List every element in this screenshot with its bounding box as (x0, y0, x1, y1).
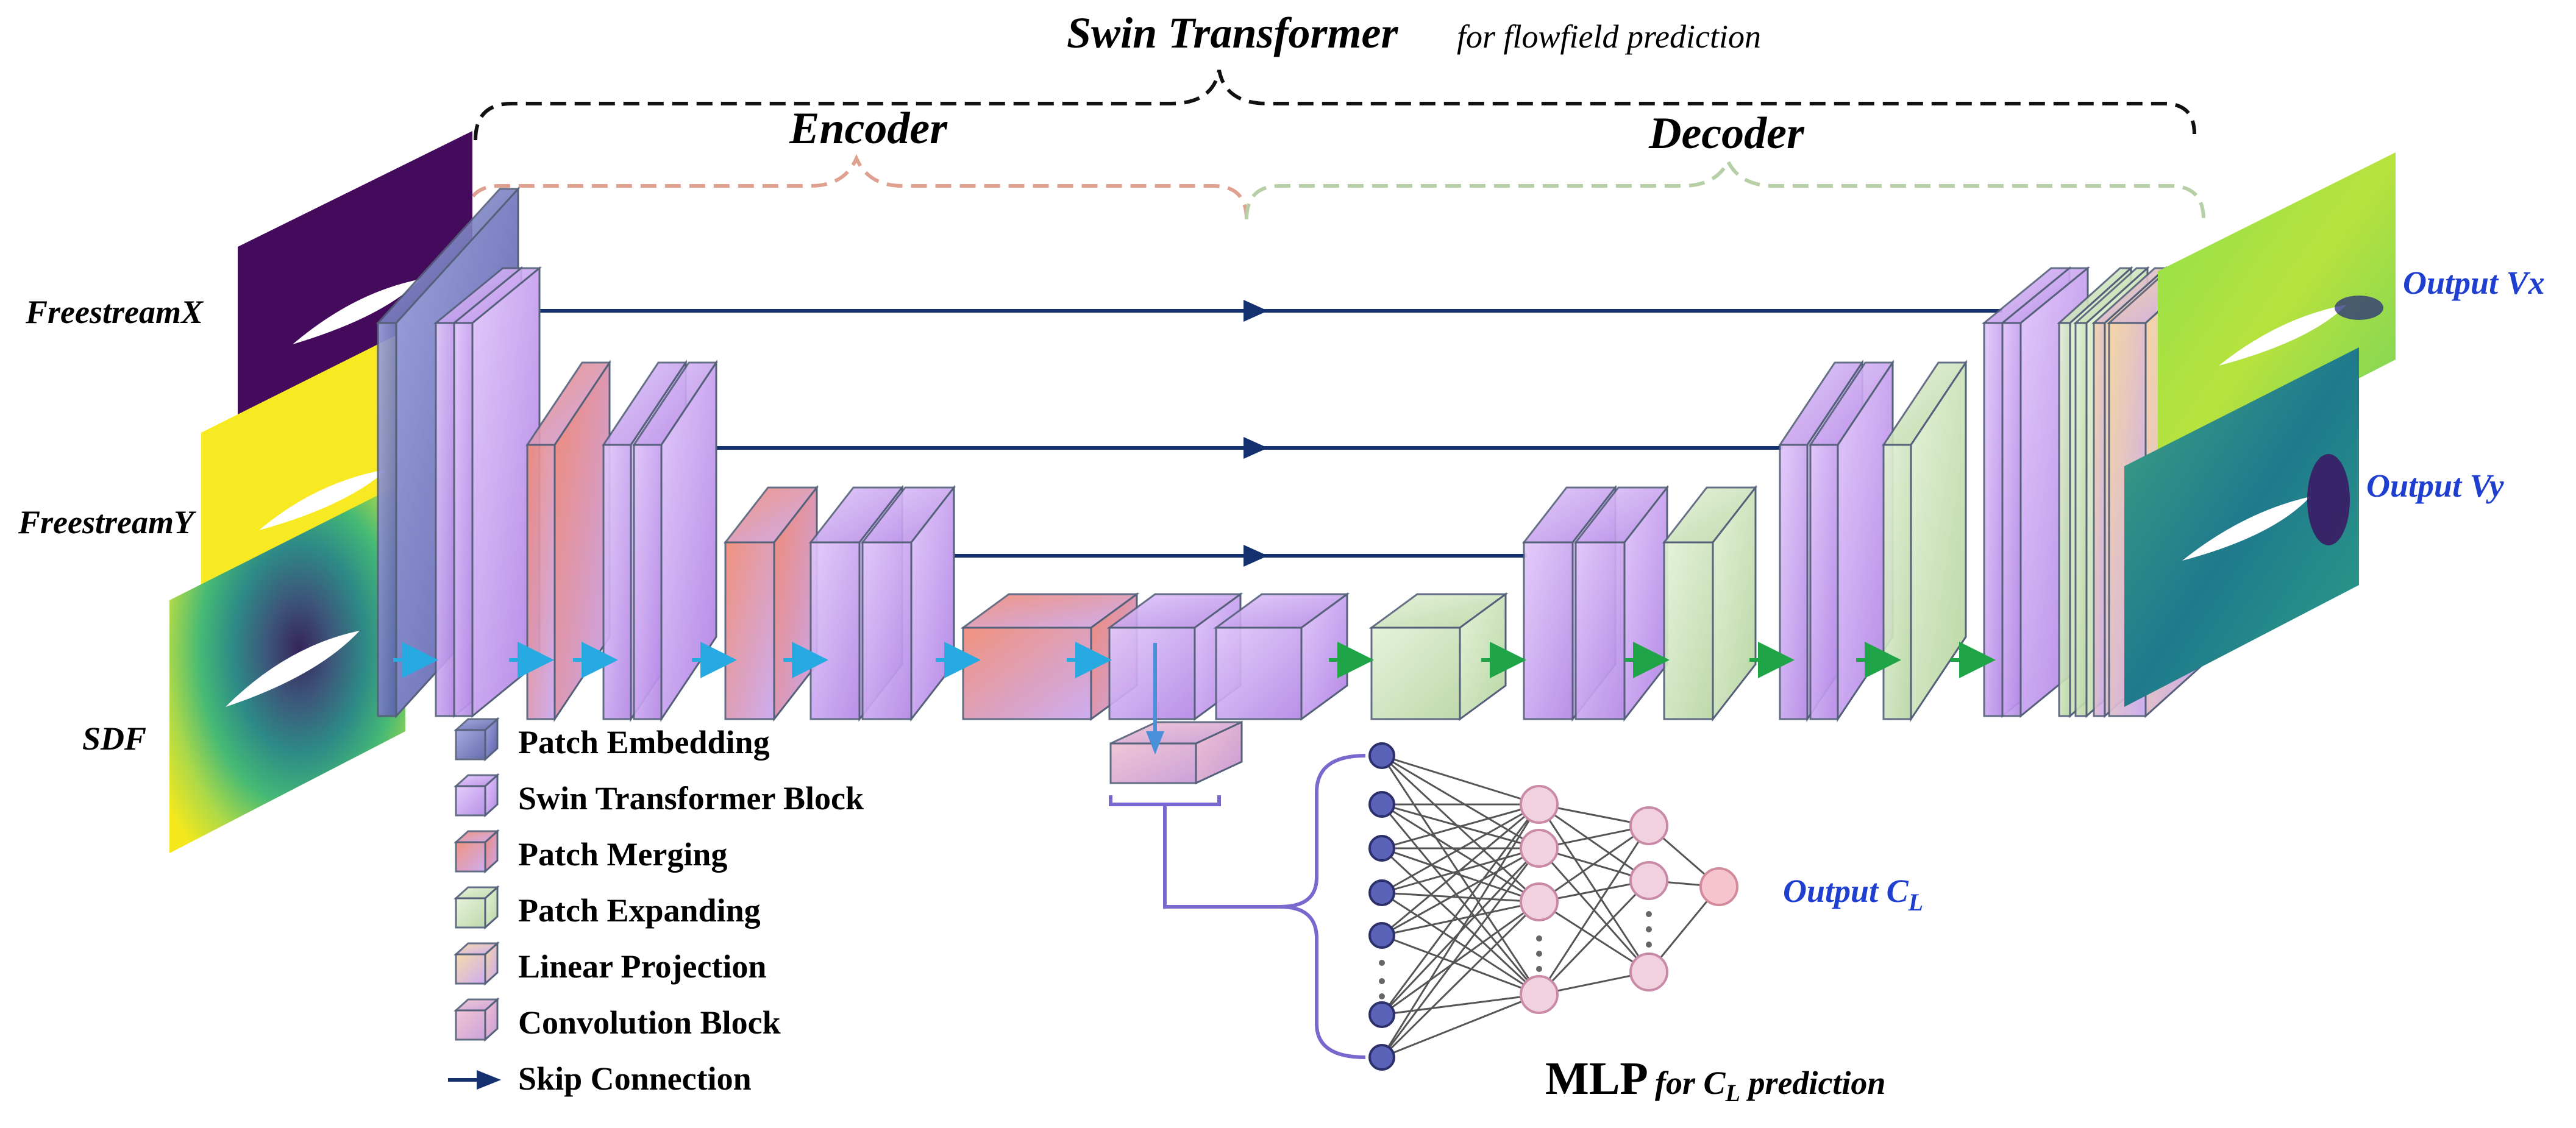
mlp-ellipsis-dot (1536, 935, 1542, 942)
legend-label: Skip Connection (518, 1060, 752, 1097)
legend-swatch (454, 773, 500, 818)
network-blocks (375, 186, 2209, 785)
bottleneck-bracket (1109, 795, 1221, 806)
legend-label: Linear Projection (518, 948, 766, 985)
label-output-vx: Output Vx (2403, 264, 2545, 301)
mlp-ellipsis-dot (1379, 978, 1385, 984)
mlp-hidden-node (1520, 882, 1559, 921)
skip-arrowhead-3 (1244, 545, 1268, 567)
legend-skip-arrowhead (477, 1070, 501, 1090)
mlp-ellipsis-dot (1536, 951, 1542, 957)
mlp-title: MLP (1545, 1053, 1648, 1104)
legend-swatch (454, 885, 500, 930)
mlp-ellipsis-dot (1646, 926, 1652, 932)
decoder-label: Decoder (1648, 108, 1805, 158)
mlp-hidden-node (1629, 861, 1668, 900)
swin-transformer-block (632, 360, 718, 722)
skip-connections (530, 300, 2002, 567)
mlp-ellipsis-dot (1646, 911, 1652, 917)
legend-item: Patch Embedding (454, 717, 770, 762)
patch-expanding-block (1662, 484, 1758, 722)
mlp-hidden-node (1520, 829, 1559, 868)
top-brace (474, 69, 2196, 141)
legend-label: Convolution Block (518, 1004, 781, 1041)
decoder-brace (1245, 157, 2205, 220)
legend-swatch (454, 717, 500, 762)
mlp-hidden-node (1629, 952, 1668, 991)
legend-label: Patch Embedding (518, 724, 770, 761)
mlp-hidden-node (1520, 785, 1559, 824)
skip-arrowhead-1 (1244, 300, 1268, 322)
input-freestream-x-image (238, 131, 472, 420)
diagram-title-suffix: for flowfield prediction (1457, 18, 1761, 55)
legend-swatch (454, 997, 500, 1042)
legend-item: Patch Expanding (454, 885, 761, 930)
legend-item: Linear Projection (454, 941, 766, 986)
mlp-hidden-node (1629, 806, 1668, 845)
legend-label: Swin Transformer Block (518, 780, 864, 817)
mlp-network (1368, 742, 1738, 1071)
mlp-input-node (1368, 835, 1395, 862)
mlp-ellipsis-dot (1379, 960, 1385, 966)
patch-expanding-block (1368, 592, 1509, 721)
patch-merging-block (723, 484, 819, 722)
mlp-input-brace (1279, 754, 1366, 1059)
legend-label: Patch Merging (518, 836, 727, 873)
output-vy-image (2124, 347, 2359, 707)
mlp-ellipsis-dot (1646, 942, 1652, 948)
legend-item: Patch Merging (454, 829, 727, 874)
mlp-hidden-node (1520, 975, 1559, 1014)
mlp-input-node (1368, 742, 1395, 769)
mlp-input-node (1368, 1001, 1395, 1028)
legend-swatch (454, 941, 500, 986)
label-freestream-x: FreestreamX (25, 294, 204, 330)
mlp-input-node (1368, 1044, 1395, 1071)
label-sdf: SDF (82, 720, 146, 757)
encoder-brace (464, 154, 1248, 220)
patch-expanding-block (1882, 360, 1968, 722)
input-sdf-image (169, 481, 405, 853)
convolution-block (1109, 720, 1243, 785)
mlp-input-node (1368, 879, 1395, 906)
legend-item: Skip Connection (448, 1060, 752, 1097)
mlp-title-suffix: for CL prediction (1655, 1065, 1885, 1107)
bottleneck-down-arrowhead (1146, 731, 1164, 754)
label-output-vy: Output Vy (2366, 467, 2505, 504)
skip-arrowhead-2 (1244, 437, 1268, 459)
label-output-cl: Output CL (1783, 873, 1923, 916)
legend-label: Patch Expanding (518, 892, 761, 929)
legend-item: Convolution Block (454, 997, 781, 1042)
mlp-output-node (1699, 867, 1738, 906)
mlp-input-node (1368, 922, 1395, 949)
legend-swatch (454, 829, 500, 874)
mlp-input-node (1368, 791, 1395, 818)
mlp-ellipsis-dot (1536, 966, 1542, 972)
output-vx-image (2158, 152, 2396, 481)
encoder-label: Encoder (789, 104, 948, 154)
swin-transformer-block (860, 484, 956, 722)
legend-item: Swin Transformer Block (454, 773, 864, 818)
label-freestream-y: FreestreamY (18, 504, 197, 541)
mlp-ellipsis-dot (1379, 993, 1385, 999)
diagram-title: Swin Transformer (1067, 9, 1398, 57)
mlp-connector (1163, 804, 1280, 909)
swin-transformer-block (1213, 592, 1350, 721)
swin-transformer-block (451, 266, 543, 718)
